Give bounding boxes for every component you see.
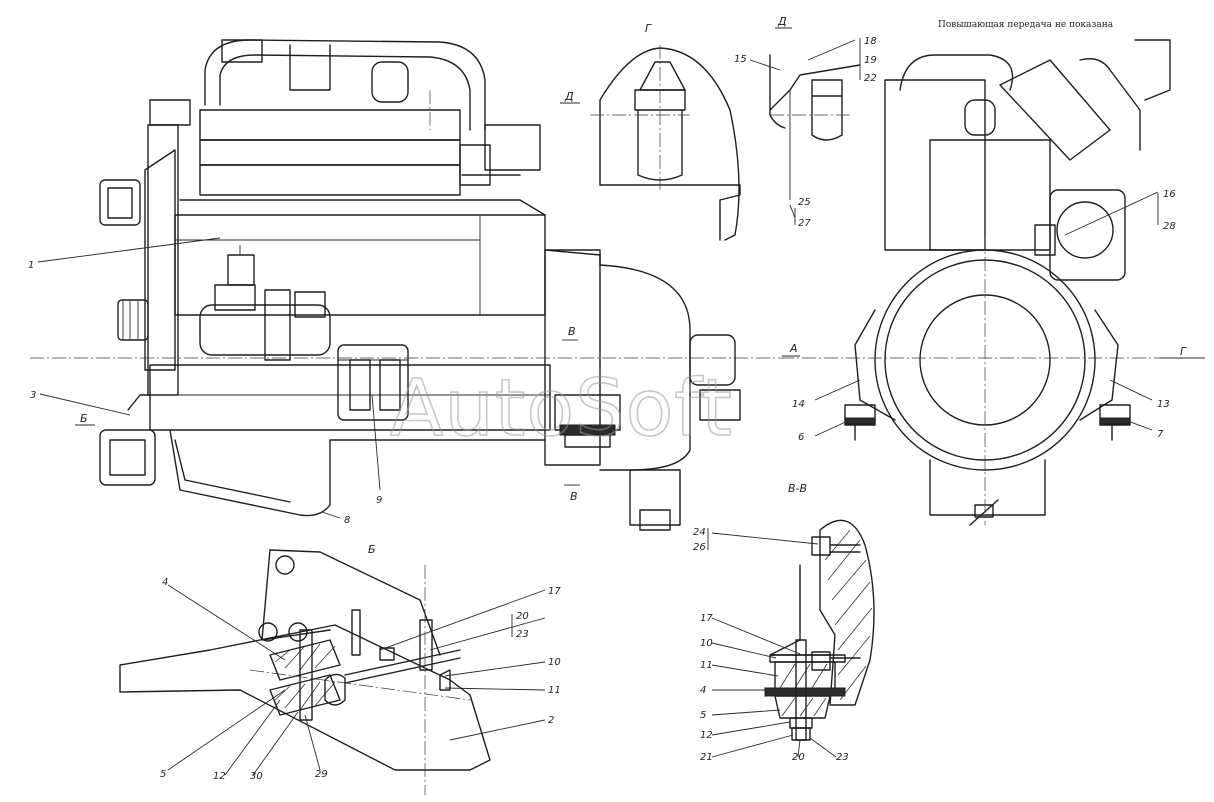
- callout-b-30: 30: [250, 771, 263, 782]
- watermark-text: AutoSoft: [390, 364, 733, 454]
- callout-v-11: 11: [700, 660, 713, 671]
- callout-19: 19: [864, 55, 877, 66]
- callout-v-10: 10: [700, 638, 713, 649]
- callout-labels: 1 3 9 8 14 6 13 7 16 28 15 18 19 22 25 2…: [28, 36, 1176, 782]
- callout-9: 9: [376, 495, 382, 506]
- section-g-top: Г: [645, 22, 652, 35]
- section-v-upper: В: [568, 325, 576, 338]
- detail-g-view: [590, 45, 741, 241]
- hatch-b: [274, 643, 336, 711]
- callout-8: 8: [344, 515, 350, 526]
- callout-b-17: 17: [548, 586, 561, 597]
- callout-25: 25: [798, 197, 811, 208]
- callout-b-2: 2: [548, 715, 554, 726]
- engine-side-view: [30, 39, 780, 531]
- section-a: А: [789, 342, 798, 355]
- callout-v-23: 23: [836, 752, 849, 763]
- detail-b-mount: [119, 549, 491, 795]
- callout-b-20: 20: [516, 611, 529, 622]
- callout-b-5: 5: [160, 769, 166, 780]
- callout-v-21: 21: [700, 752, 713, 763]
- callout-16: 16: [1163, 189, 1176, 200]
- section-vv-title: В-В: [788, 482, 807, 495]
- callout-27: 27: [798, 218, 811, 229]
- callout-b-4: 4: [162, 577, 168, 588]
- callout-6: 6: [798, 432, 804, 443]
- callout-b-12: 12: [213, 771, 226, 782]
- callout-v-26: 26: [693, 542, 706, 553]
- section-b-detail: Б: [368, 543, 376, 556]
- callout-b-10: 10: [548, 657, 561, 668]
- callout-v-4: 4: [700, 685, 706, 696]
- section-vv: [764, 519, 875, 741]
- section-g-right: Г: [1180, 345, 1187, 358]
- callout-v-20: 20: [792, 752, 805, 763]
- callout-1: 1: [28, 260, 34, 271]
- section-b-left: Б: [80, 412, 88, 425]
- callout-28: 28: [1163, 221, 1176, 232]
- leader-lines: [37, 39, 1159, 776]
- callout-13: 13: [1157, 399, 1170, 410]
- callout-3: 3: [30, 390, 36, 401]
- callout-b-23: 23: [516, 629, 529, 640]
- callout-b-11: 11: [548, 685, 561, 696]
- callout-7: 7: [1157, 429, 1164, 440]
- callout-14: 14: [792, 399, 805, 410]
- section-d-left: Д: [564, 90, 574, 103]
- callout-18: 18: [864, 36, 877, 47]
- callout-v-5: 5: [700, 710, 706, 721]
- callout-v-12: 12: [700, 730, 713, 741]
- engine-front-view: [780, 39, 1200, 526]
- detail-d-view: [769, 54, 861, 200]
- section-d-top: Д: [777, 15, 787, 28]
- callout-b-29: 29: [315, 769, 328, 780]
- note-not-shown: Повышающая передача не показана: [938, 20, 1114, 30]
- callout-v-24: 24: [693, 527, 706, 538]
- callout-22: 22: [864, 73, 877, 84]
- section-v-lower: В: [570, 490, 578, 503]
- callout-15: 15: [734, 54, 747, 65]
- callout-v-17: 17: [700, 613, 713, 624]
